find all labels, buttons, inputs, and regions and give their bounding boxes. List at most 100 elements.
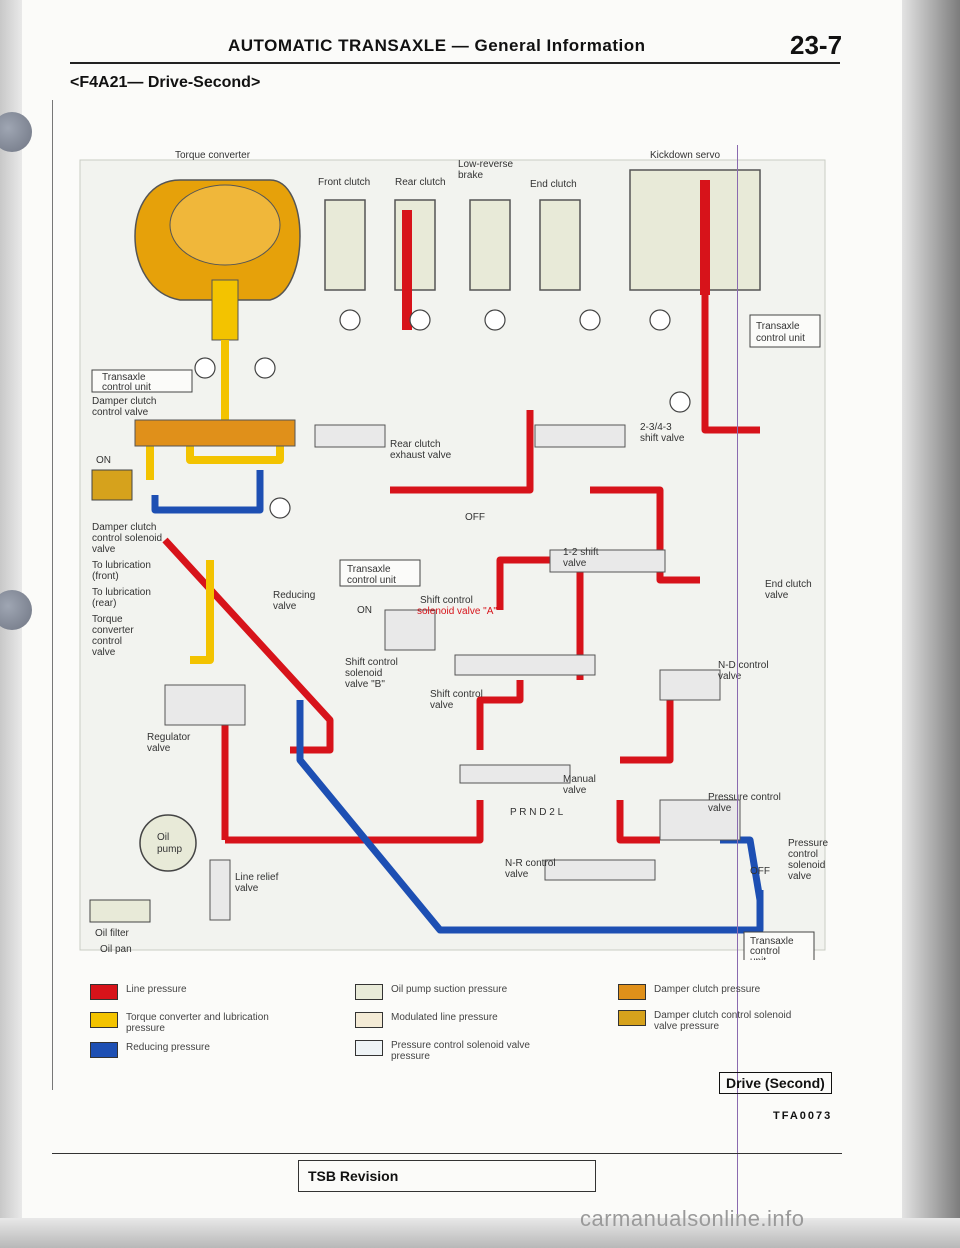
damper-solenoid-symbol [91,469,133,501]
nr-control-valve-body [544,859,656,881]
valve-bodies [164,424,741,881]
right-page-edge [902,0,960,1248]
kickdown-servo-line [700,180,710,295]
legend-suction-pressure: Oil pump suction pressure [355,984,507,1000]
label-lub-rear-2: (rear) [92,598,116,609]
oil-filter-symbol [89,899,151,923]
label-transaxle-cu-4: Transaxle [750,936,794,947]
label-tc-control-4: valve [92,647,116,658]
label-on-damper: ON [96,455,111,466]
label-tc-control-1: Torque [92,614,123,625]
gauge-rear-clutch [409,309,431,331]
gauge-end-clutch [579,309,601,331]
gauge-kickdown [649,309,671,331]
label-line-relief-2: valve [235,883,259,894]
label-brake: brake [458,170,483,181]
rear-clutch-exhaust-valve-body [314,424,386,448]
label-damper-valve-2: control valve [92,407,149,418]
legend-label: Reducing pressure [126,1042,210,1053]
label-lub-rear-1: To lubrication [92,587,151,598]
transaxle-cu-box-3 [339,559,421,587]
legend-line-pressure: Line pressure [90,984,187,1000]
legend-damper-pressure: Damper clutch pressure [618,984,760,1000]
reducing-damper-solenoid [151,470,264,514]
label-kickdown-servo: Kickdown servo [650,150,720,161]
rear-clutch-line [402,210,412,330]
label-tc-control-2: converter [92,625,134,636]
binder-hole-top [0,112,32,152]
label-nr-control-2: valve [505,869,529,880]
gauge-low-reverse [484,309,506,331]
kickdown-servo-symbol [629,169,761,291]
label-lub-front-2: (front) [92,571,119,582]
reducing-main [296,700,764,934]
legend-swatch [90,1042,118,1058]
legend-label: Line pressure [126,984,187,995]
watermark-text: carmanualsonline.info [580,1206,805,1231]
line-pressure-manual [476,680,524,750]
line-relief-valve-body [209,859,231,921]
gauge-damper-2 [254,357,276,379]
legend-label: Pressure control solenoid valve pressure [391,1040,530,1062]
label-prnd: P R N D 2 L [510,807,564,818]
label-lub-front-1: To lubrication [92,560,151,571]
gauge-group [194,309,691,519]
label-transaxle-cu-1b: control unit [756,333,805,344]
label-pcs-2: control [788,849,818,860]
label-damper-valve-1: Damper clutch [92,396,156,407]
tsb-revision-box [298,1160,596,1192]
label-oil-pump-2: pump [157,844,182,855]
label-off-2: OFF [750,866,770,877]
legend-swatch [355,1040,383,1056]
label-transaxle-cu-4b: control [750,946,780,957]
label-end-clutch: End clutch [530,179,577,190]
label-end-clutch-valve-1: End clutch [765,579,812,590]
label-solenoid-a-1: Shift control [420,595,473,606]
line-pressure-nd [620,680,674,764]
legend-label: Modulated line pressure [391,1012,498,1023]
label-solenoid-b-2: solenoid [345,668,382,679]
label-regulator-1: Regulator [147,732,191,743]
label-rear-exhaust-2: exhaust valve [390,450,452,461]
hydraulic-circuit-diagram: Torque converter Front clutch Rear clutc… [79,150,828,960]
oil-pump-symbol [139,814,197,872]
legend-swatch [90,1012,118,1028]
label-on-solenoid: ON [357,605,372,616]
gauge-damper-1 [194,357,216,379]
line-pressure-servo [701,290,760,434]
label-pcs-4: valve [788,871,812,882]
label-shift-234-1: 2-3/4-3 [640,422,672,433]
label-rear-clutch: Rear clutch [395,177,446,188]
line-pressure-pressure-control [616,800,660,844]
label-damper-solenoid-3: valve [92,544,116,555]
bottom-page-edge [0,1218,960,1248]
label-nd-control-2: valve [718,671,742,682]
binder-hole-bottom [0,590,32,630]
label-shift-control-1: Shift control [430,689,483,700]
tsb-revision-label: TSB Revision [308,1168,399,1184]
transaxle-cu-box-4 [743,931,815,960]
label-front-clutch: Front clutch [318,177,370,188]
label-line-relief-1: Line relief [235,872,279,883]
left-margin-rule [52,100,53,1090]
label-reducing-2: valve [273,601,297,612]
clutch-group [324,169,761,291]
line-pressure-regulator [162,537,334,754]
legend-label: Damper clutch pressure [654,984,761,995]
legend-label: Oil pump suction pressure [391,984,508,995]
label-transaxle-cu-2: Transaxle [102,372,146,383]
label-damper-solenoid-1: Damper clutch [92,522,156,533]
manual-valve-body [459,764,571,784]
label-reducing-1: Reducing [273,590,315,601]
tc-return [186,440,284,464]
damper-clutch-control-valve [134,419,296,447]
label-pressure-control-2: valve [708,803,732,814]
line-pressure-shift-control [496,556,584,680]
label-transaxle-cu-3b: control unit [347,575,396,586]
front-clutch-symbol [324,199,366,291]
legend-swatch [355,1012,383,1028]
shift-control-valve-body [454,654,596,676]
label-shift-control-2: valve [430,700,454,711]
legend-modulated-pressure: Modulated line pressure [355,1012,498,1028]
pressure-control-valve-body [659,799,741,841]
